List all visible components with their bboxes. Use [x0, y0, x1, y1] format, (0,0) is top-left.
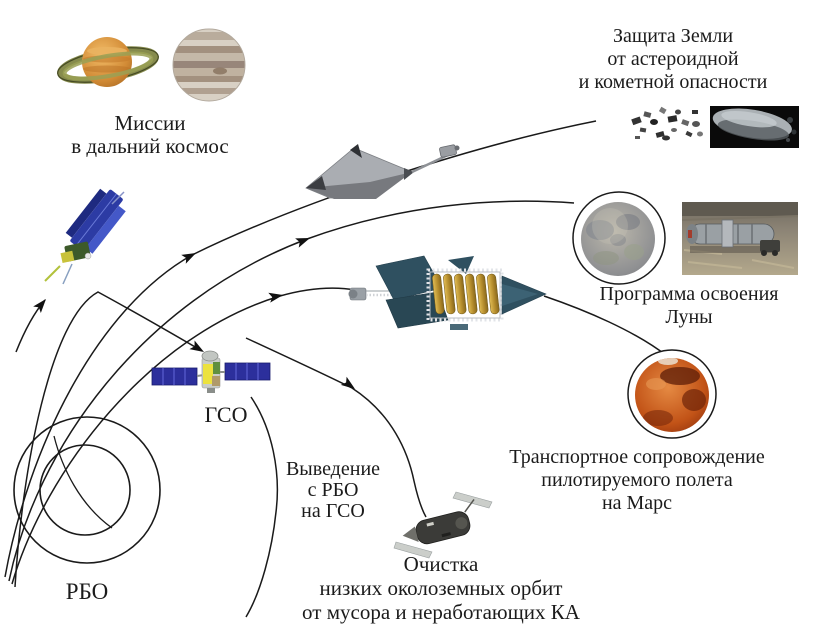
- asteroid-photo: [710, 106, 799, 148]
- gso-satellite-icon: [151, 350, 271, 393]
- label-deep-space-missions: Миссии в дальний космос: [71, 111, 229, 158]
- rbo-spiral-arc: [53, 435, 113, 529]
- label-asteroid-defense: Защита Земли от астероидной и кометной о…: [578, 25, 768, 93]
- moon-icon: [572, 191, 666, 285]
- trajectory-arrows: [4, 120, 668, 618]
- label-moon-program: Программа освоения Луны: [599, 283, 779, 328]
- trajectory-moon: [8, 200, 575, 582]
- rbo-orbit-circles: [13, 416, 161, 564]
- trajectory-gso: [14, 291, 203, 588]
- label-gso: ГСО: [204, 402, 248, 427]
- nuclear-tug-icon: [348, 255, 547, 330]
- saturn-icon: [57, 37, 159, 87]
- deep-space-probe-icon: [44, 188, 126, 285]
- trajectory-tug-mars: [543, 295, 668, 357]
- label-rbo: РБО: [65, 579, 109, 604]
- label-mars-transport: Транспортное сопровождение пилотируемого…: [509, 446, 765, 514]
- mars-icon: [627, 349, 717, 439]
- trajectory-rbo-gso-arc: [245, 396, 279, 618]
- debris-cleaner-icon: [393, 491, 493, 559]
- label-gso-transfer: Выведение с РБО на ГСО: [285, 458, 381, 522]
- label-orbit-cleanup: Очистка низких околоземных орбит от мусо…: [302, 552, 580, 624]
- asteroid-debris-icon: [631, 106, 703, 141]
- trajectory-tug: [11, 287, 357, 585]
- lunar-base-photo: [682, 202, 798, 275]
- trajectory-gso-cleanup: [245, 337, 427, 518]
- winged-spacecraft-icon: [305, 144, 460, 199]
- jupiter-icon: [172, 28, 246, 102]
- arrowheads: [33, 238, 355, 389]
